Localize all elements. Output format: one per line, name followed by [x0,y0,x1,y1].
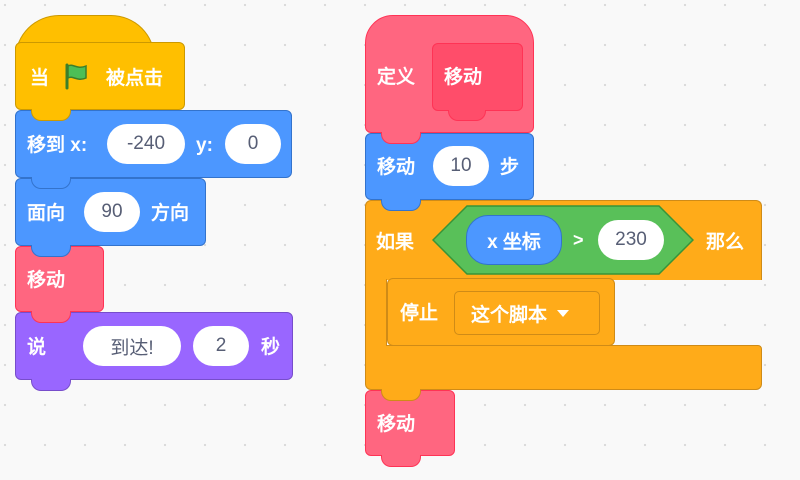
greater-than-operator[interactable]: x 坐标 > 230 [432,205,694,275]
point-notch [31,245,71,257]
y-label: y: [196,135,213,156]
define-prototype-block[interactable]: 移动 [432,43,523,111]
point-suffix: 方向 [151,203,190,224]
define-block[interactable]: 定义 移动 [365,15,534,133]
compare-value-input[interactable]: 230 [598,220,664,260]
say-for-secs-block[interactable]: 说 到达! 2 秒 [15,312,293,380]
move-call-notch [31,311,71,323]
then-label: 那么 [706,232,745,253]
steps-input[interactable]: 10 [433,146,489,186]
move-steps-block[interactable]: 移动 10 步 [365,133,534,200]
say-suffix: 秒 [261,337,281,358]
if-label: 如果 [376,232,415,253]
when-flag-clicked-block[interactable]: 当 被点击 [15,42,185,110]
x-input[interactable]: -240 [107,124,185,164]
move-call-label-2: 移动 [377,414,416,435]
move-steps-notch [381,199,421,211]
when-flag-prefix: 当 [30,68,50,89]
direction-input[interactable]: 90 [84,192,140,232]
green-flag-icon [65,63,87,90]
dropdown-caret-icon [557,309,570,317]
say-notch [31,379,71,391]
when-flag-suffix: 被点击 [106,68,164,89]
move-steps-label: 移动 [377,157,416,178]
go-to-notch [31,177,71,189]
if-notch [381,389,421,401]
move-call-label: 移动 [27,270,66,291]
move-call-notch-2 [381,455,421,467]
x-position-reporter[interactable]: x 坐标 [466,215,562,265]
hat-notch [31,109,71,121]
move-steps-suffix: 步 [500,157,520,178]
go-to-label: 移到 x: [27,135,88,156]
define-notch [381,132,421,144]
message-input[interactable]: 到达! [83,326,181,366]
operator-symbol: > [573,230,584,250]
move-call-block-2[interactable]: 移动 [365,390,455,456]
y-input[interactable]: 0 [225,124,281,164]
define-label: 定义 [377,67,416,88]
if-bottom-arm[interactable] [365,345,762,390]
define-name: 移动 [444,67,483,88]
seconds-input[interactable]: 2 [193,326,249,366]
if-left-column [365,279,387,347]
say-label: 说 [27,337,47,358]
point-direction-block[interactable]: 面向 90 方向 [15,178,206,246]
point-label: 面向 [27,203,66,224]
stop-option-dropdown[interactable]: 这个脚本 [454,291,600,335]
stop-option-text: 这个脚本 [471,304,548,326]
prototype-notch [448,110,486,121]
go-to-xy-block[interactable]: 移到 x: -240 y: 0 [15,110,292,178]
if-bottom-arm-join [366,343,386,349]
move-call-block[interactable]: 移动 [15,246,104,312]
stop-block[interactable]: 停止 这个脚本 [387,278,615,346]
stop-label: 停止 [400,303,439,324]
if-then-block[interactable]: 如果 x 坐标 > 230 那么 停止 这个脚本 [365,200,762,390]
